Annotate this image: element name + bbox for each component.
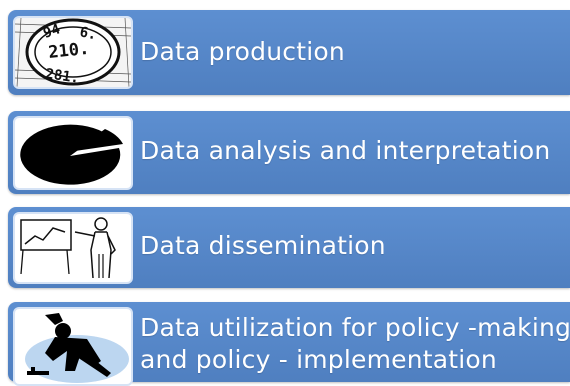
worker-silhouette-icon <box>13 307 133 386</box>
numbers-dial-icon: 94 6. 210. 281. <box>13 16 133 89</box>
svg-text:210.: 210. <box>47 39 90 63</box>
svg-text:94: 94 <box>41 21 62 41</box>
stage-label-line1: Data utilization for policy -making <box>140 313 570 342</box>
stage-label: Data production <box>140 37 345 66</box>
pie-chart-icon <box>13 116 133 190</box>
svg-text:281.: 281. <box>44 66 80 87</box>
stage-data-production: 94 6. 210. 281. Data production <box>8 10 570 95</box>
stage-label: Data analysis and interpretation <box>140 136 551 165</box>
stage-data-utilization: Data utilization for policy -making and … <box>8 302 570 386</box>
stage-data-analysis: Data analysis and interpretation <box>8 111 570 194</box>
presenter-icon <box>13 212 133 284</box>
stage-label-line2: and policy - implementation <box>140 345 497 374</box>
stage-label: Data dissemination <box>140 231 386 260</box>
svg-text:6.: 6. <box>78 24 98 43</box>
stage-data-dissemination: Data dissemination <box>8 207 570 288</box>
